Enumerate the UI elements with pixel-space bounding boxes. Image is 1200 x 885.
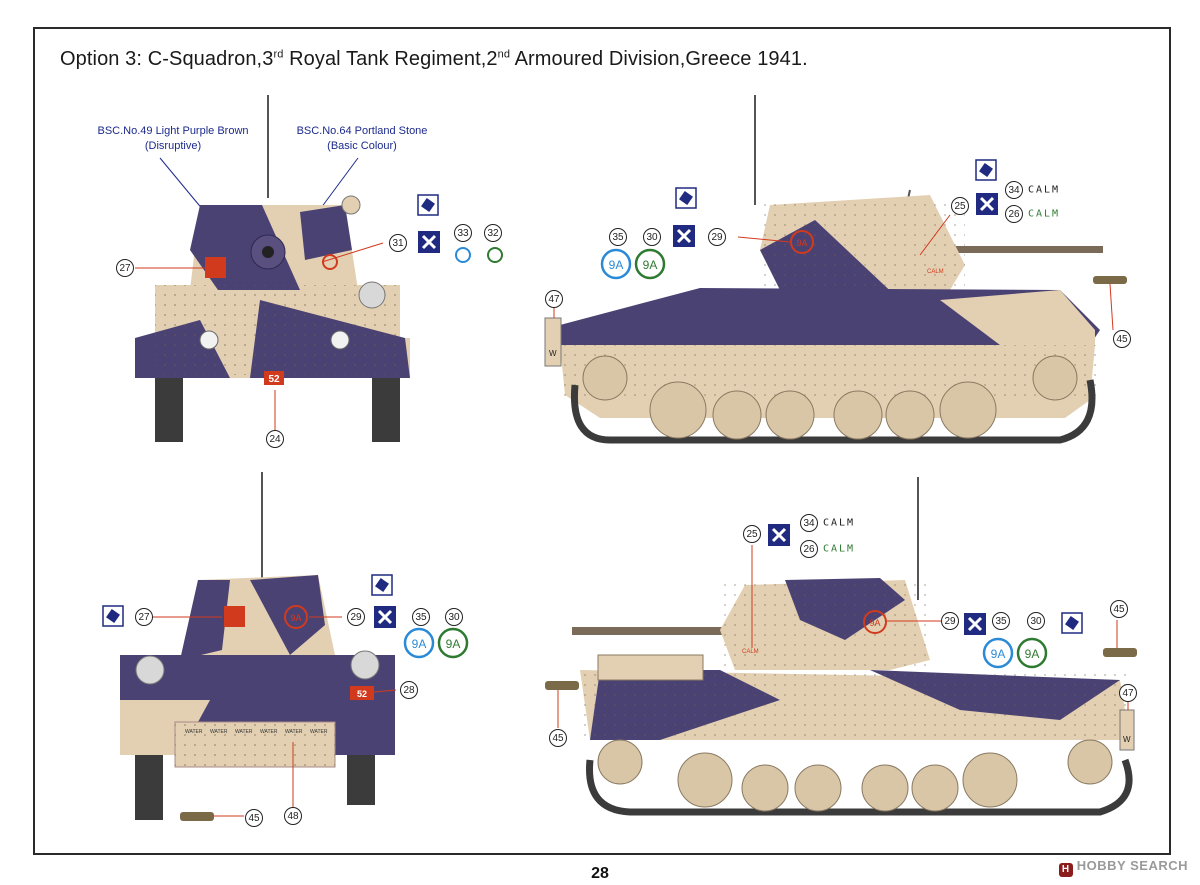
- callout-27-front: 27: [116, 259, 134, 277]
- callout-leaders: [135, 214, 1129, 817]
- formation-sign-icon: [675, 187, 697, 209]
- rear-water-3: WATER: [235, 729, 253, 735]
- rear-water-4: WATER: [260, 729, 278, 735]
- unit-code-disc-green: 9A: [634, 248, 666, 280]
- callout-29-right-side: 29: [941, 612, 959, 630]
- callout-33: 33: [454, 224, 472, 242]
- left-turret-calm: CALM: [927, 269, 944, 275]
- tank-left-side-view: 9A CALM W: [544, 95, 1127, 444]
- tank-right-side-view: 9A CALM W: [545, 477, 1137, 816]
- unit-code-disc-green: 9A: [1016, 637, 1048, 669]
- arm-of-service-sign-icon: [768, 524, 790, 546]
- formation-sign-icon: [417, 194, 439, 216]
- calm-decal-green-top: CALM: [1028, 208, 1061, 220]
- callout-25-top: 25: [951, 197, 969, 215]
- rear-water-6: WATER: [310, 729, 328, 735]
- callout-45-rear: 45: [245, 809, 263, 827]
- left-turret-unit-code: 9A: [796, 238, 807, 248]
- callout-45-left-side: 45: [1113, 330, 1131, 348]
- unit-code-disc-blue: 9A: [600, 248, 632, 280]
- svg-text:9A: 9A: [412, 637, 427, 651]
- left-axle-w: W: [549, 349, 557, 358]
- formation-sign-icon: [102, 605, 124, 627]
- callout-35-top: 35: [609, 228, 627, 246]
- arm-of-service-sign-icon: [418, 231, 440, 253]
- page-frame: [33, 27, 1171, 855]
- svg-text:9A: 9A: [643, 258, 658, 272]
- page-title: Option 3: C-Squadron,3rd Royal Tank Regi…: [60, 48, 808, 70]
- callout-32: 32: [484, 224, 502, 242]
- calm-decal-black-bottom: CALM: [823, 517, 856, 529]
- callout-34-bottom: 34: [800, 514, 818, 532]
- arm-of-service-sign-icon: [976, 193, 998, 215]
- callout-26-bottom: 26: [800, 540, 818, 558]
- paint-note-basic: BSC.No.64 Portland Stone (Basic Colour): [296, 125, 428, 152]
- callout-35-bottom: 35: [992, 612, 1010, 630]
- unit-code-disc-green: 9A: [437, 627, 469, 659]
- callout-30-bottom: 30: [1027, 612, 1045, 630]
- callout-26-top: 26: [1005, 205, 1023, 223]
- svg-text:9A: 9A: [609, 258, 624, 272]
- callout-35-rear: 35: [412, 608, 430, 626]
- svg-text:9A: 9A: [446, 637, 461, 651]
- callout-47-left-side: 47: [545, 290, 563, 308]
- callout-45-right-side-top: 45: [1110, 600, 1128, 618]
- decal-swatches: 9A 9A 9A 9A 9A 9A: [102, 159, 1083, 669]
- tank-rear-view: WATER WATER WATER WATER WATER WATER 52 9…: [120, 472, 395, 821]
- callout-45-right-side-bottom: 45: [549, 729, 567, 747]
- calm-decal-black-top: CALM: [1028, 184, 1061, 196]
- page-number: 28: [591, 865, 609, 882]
- callout-30-top: 30: [643, 228, 661, 246]
- unit-code-disc-blue: 9A: [403, 627, 435, 659]
- callout-25-bottom: 25: [743, 525, 761, 543]
- blue-ring-marking: [455, 247, 471, 263]
- green-ring-marking: [487, 247, 503, 263]
- arm-of-service-sign-icon: [673, 225, 695, 247]
- callout-47-right-side: 47: [1119, 684, 1137, 702]
- arm-of-service-sign-icon: [964, 613, 986, 635]
- callout-24: 24: [266, 430, 284, 448]
- arm-of-service-sign-icon: [374, 606, 396, 628]
- right-axle-w: W: [1123, 735, 1131, 744]
- svg-text:9A: 9A: [1025, 647, 1040, 661]
- callout-48: 48: [284, 807, 302, 825]
- callout-27-rear: 27: [135, 608, 153, 626]
- callout-29-left-side: 29: [708, 228, 726, 246]
- rear-water-2: WATER: [210, 729, 228, 735]
- callout-29-rear: 29: [347, 608, 365, 626]
- rear-turret-unit-code: 9A: [290, 613, 301, 623]
- rear-water-1: WATER: [185, 729, 203, 735]
- unit-code-disc-blue: 9A: [982, 637, 1014, 669]
- right-turret-calm: CALM: [742, 649, 759, 655]
- calm-decal-green-bottom: CALM: [823, 543, 856, 555]
- formation-sign-icon: [975, 159, 997, 181]
- watermark-logo-icon: H: [1058, 863, 1073, 877]
- rear-vehicle-number: 52: [357, 689, 367, 699]
- callout-31: 31: [389, 234, 407, 252]
- rear-water-5: WATER: [285, 729, 303, 735]
- svg-text:9A: 9A: [991, 647, 1006, 661]
- paint-note-disruptive: BSC.No.49 Light Purple Brown (Disruptive…: [97, 125, 249, 152]
- callout-30-rear: 30: [445, 608, 463, 626]
- callout-28: 28: [400, 681, 418, 699]
- right-turret-unit-code: 9A: [869, 618, 880, 628]
- formation-sign-icon: [371, 574, 393, 596]
- front-vehicle-number: 52: [268, 374, 280, 385]
- tank-front-view: 52: [135, 95, 410, 442]
- callout-34-top: 34: [1005, 181, 1023, 199]
- formation-sign-icon: [1061, 612, 1083, 634]
